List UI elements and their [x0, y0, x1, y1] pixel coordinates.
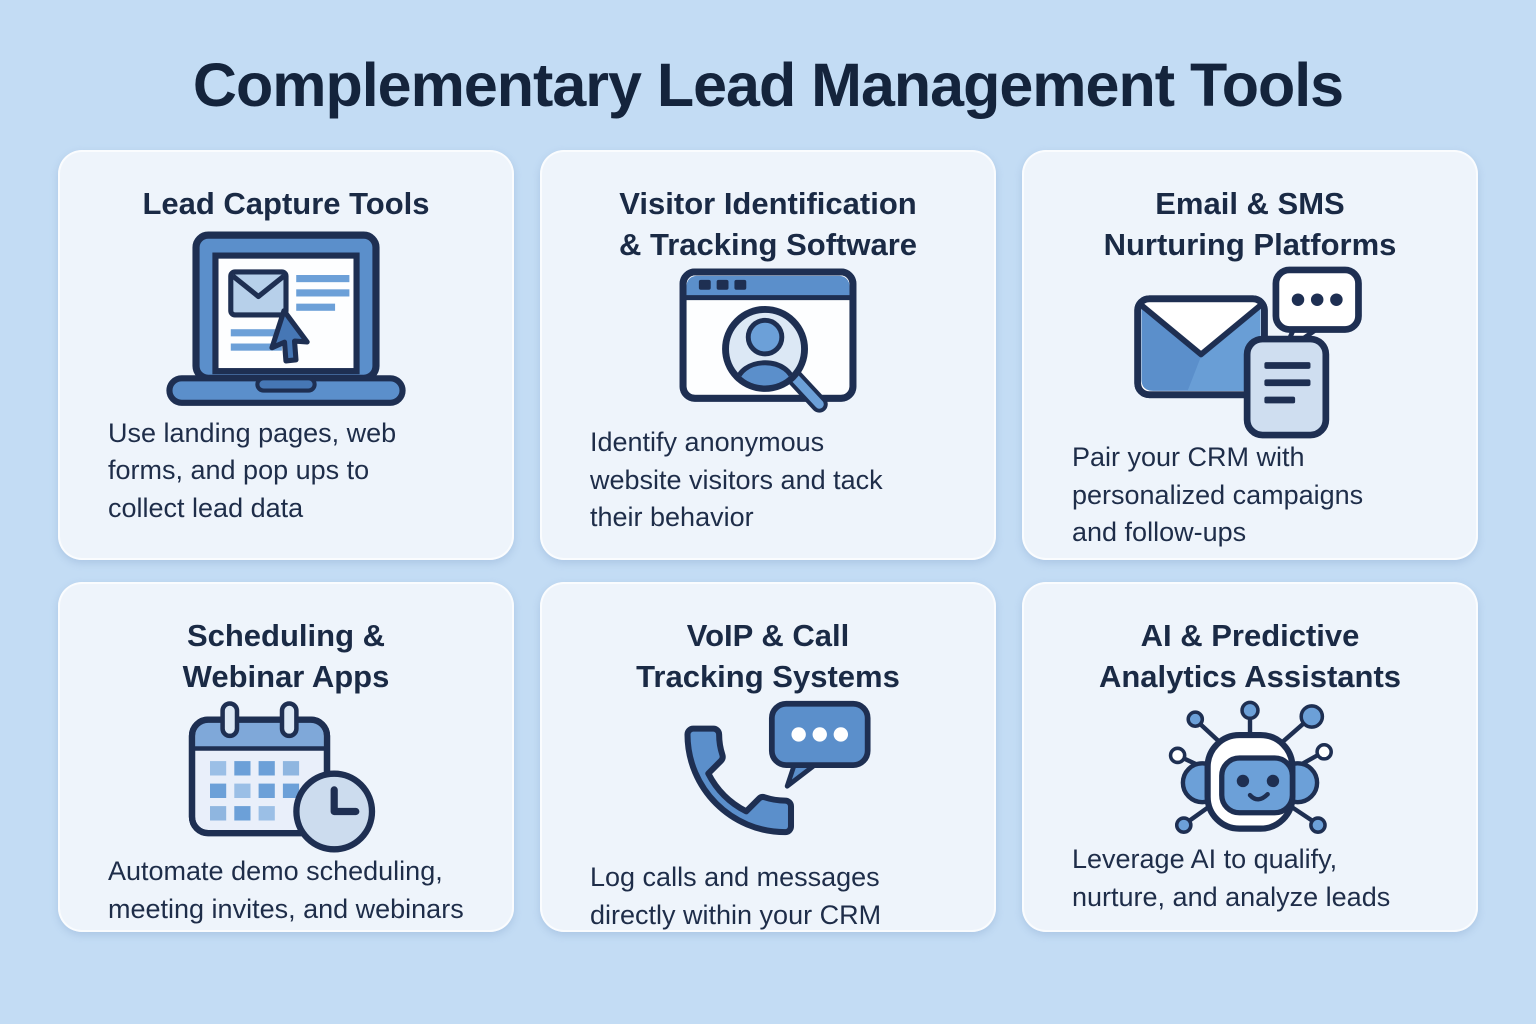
card-title: Scheduling & Webinar Apps	[182, 618, 390, 694]
card-title: VoIP & Call Tracking Systems	[636, 618, 900, 694]
card-title: Lead Capture Tools	[142, 186, 430, 221]
card-title: Visitor Identification & Tracking Softwa…	[618, 186, 918, 262]
browser-visitor-search-icon	[669, 266, 867, 424]
phone-chat-icon	[653, 698, 883, 859]
card-description: Leverage AI to qualify, nurture, and ana…	[1072, 843, 1391, 912]
card-ai-predictive-analytics: AI & Predictive Analytics Assistants	[1022, 582, 1478, 932]
calendar-clock-icon	[174, 698, 399, 853]
card-visitor-identification: Visitor Identification & Tracking Softwa…	[540, 150, 996, 560]
cards-grid: Lead Capture Tools Use landing pages, we…	[58, 150, 1478, 932]
card-lead-capture-tools: Lead Capture Tools Use landing pages, we…	[58, 150, 514, 560]
card-title: Email & SMS Nurturing Platforms	[1103, 186, 1397, 262]
robot-ai-icon	[1144, 698, 1356, 841]
page-title: Complementary Lead Management Tools	[192, 51, 1344, 119]
card-description: Pair your CRM with personalized campaign…	[1072, 441, 1364, 548]
laptop-lead-form-icon	[153, 225, 419, 415]
card-title: AI & Predictive Analytics Assistants	[1098, 618, 1402, 694]
card-scheduling-webinar: Scheduling & Webinar Apps	[58, 582, 514, 932]
email-chat-note-icon	[1130, 266, 1370, 439]
card-email-sms-nurturing: Email & SMS Nurturing Platforms Pair you…	[1022, 150, 1478, 560]
card-description: Log calls and messages directly within y…	[590, 861, 882, 930]
card-voip-call-tracking: VoIP & Call Tracking Systems Log calls a…	[540, 582, 996, 932]
card-description: Use landing pages, web forms, and pop up…	[108, 417, 397, 524]
card-description: Automate demo scheduling, meeting invite…	[108, 855, 464, 924]
card-description: Identify anonymous website visitors and …	[590, 426, 883, 533]
